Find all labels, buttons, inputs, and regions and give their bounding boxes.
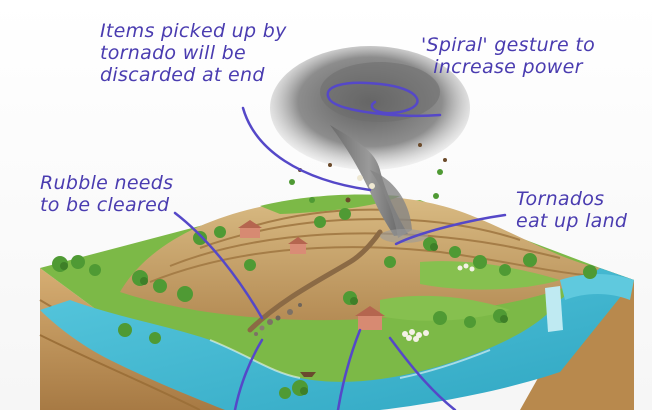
rubble-pile (254, 303, 302, 336)
annotation-rubble: Rubble needs to be cleared (40, 172, 174, 216)
boat (300, 372, 316, 377)
pointer-line-rubble (173, 211, 264, 320)
dust-swirl (380, 229, 428, 243)
soil-stratum (39, 334, 201, 410)
house (288, 237, 308, 254)
spiral-gesture-line (326, 81, 442, 118)
tornado (270, 46, 470, 243)
pointer-line (233, 338, 264, 410)
dirt-path (247, 229, 383, 333)
waterfall (545, 286, 563, 332)
house (238, 220, 262, 238)
lake (560, 274, 634, 300)
house (355, 306, 385, 330)
funnel (330, 125, 408, 236)
annotation-spiral-gesture: 'Spiral' gesture to increase power (420, 34, 596, 78)
pointer-line-items (241, 106, 372, 192)
water-ripple (399, 349, 491, 379)
annotation-lines (173, 81, 507, 410)
pointer-line-tornados (394, 213, 507, 246)
trees (52, 208, 597, 399)
hilltop-grass (260, 194, 400, 214)
pointer-line (388, 336, 457, 410)
pointer-line (336, 328, 362, 410)
water-ripple (209, 339, 301, 379)
terrace-line (149, 246, 586, 283)
sheep-flock (457, 263, 475, 272)
field-grass (420, 261, 560, 290)
river (40, 268, 634, 410)
annotation-tornados-eat-land: Tornados eat up land (516, 188, 628, 232)
field-grass (380, 295, 510, 321)
annotation-items-discarded: Items picked up by tornado will be disca… (100, 20, 287, 86)
sheep-flock (402, 329, 429, 342)
